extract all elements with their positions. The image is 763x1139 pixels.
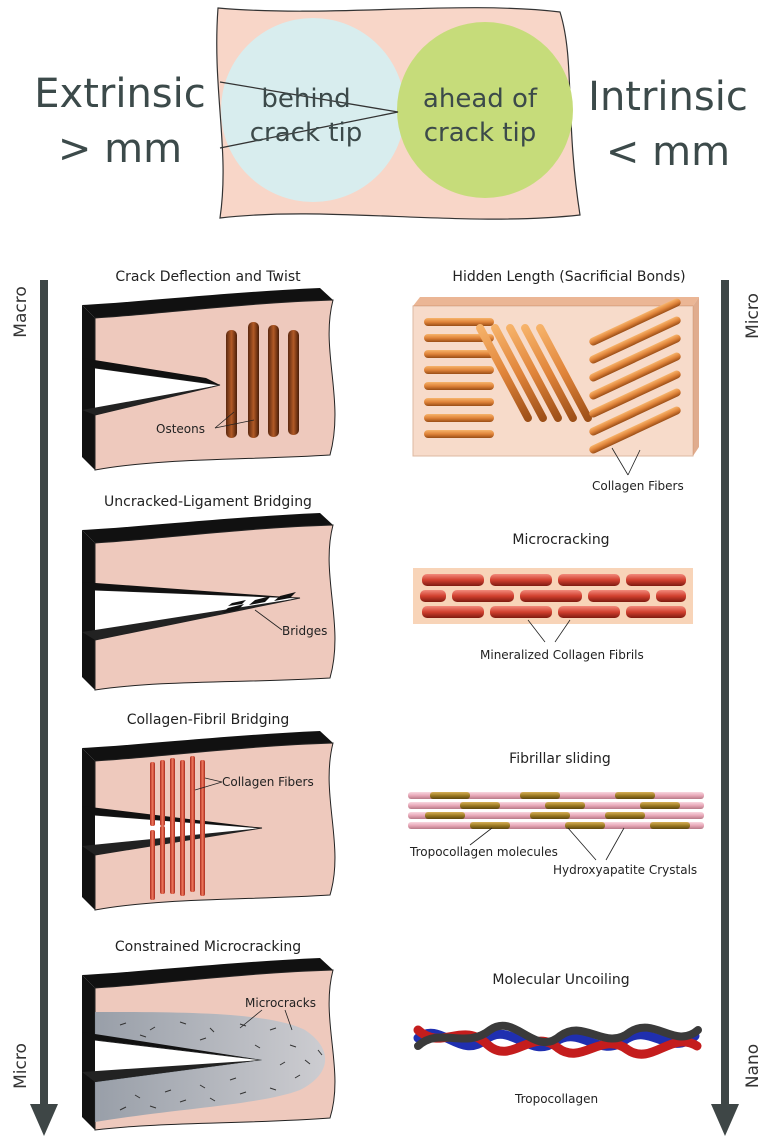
- osteons-label: Osteons: [156, 422, 205, 436]
- ligament-bridging-title: Uncracked-Ligament Bridging: [104, 494, 312, 510]
- mineralized-fibrils-label: Mineralized Collagen Fibrils: [480, 648, 644, 662]
- ligament-bridging-block: Bridges: [82, 513, 335, 690]
- fibrillar-sliding-block: Tropocollagen molecules Hydroxyapatite C…: [408, 792, 704, 877]
- microcracking-block: Microcracks: [82, 958, 335, 1130]
- tropocollagen-molecules-label: Tropocollagen molecules: [409, 845, 558, 859]
- right-axis-top-label: Micro: [743, 293, 763, 339]
- left-scale-arrow: Macro Micro: [11, 280, 58, 1136]
- extrinsic-scale: > mm: [58, 126, 182, 172]
- behind-label-line1: behind: [261, 84, 350, 114]
- right-scale-arrow: Micro Nano: [711, 280, 763, 1136]
- behind-label-line2: crack tip: [250, 118, 362, 148]
- intrinsic-title: Intrinsic: [588, 74, 748, 120]
- microcracks-label: Microcracks: [245, 996, 316, 1010]
- right-axis-bottom-label: Nano: [743, 1044, 763, 1088]
- extrinsic-title: Extrinsic: [34, 71, 205, 117]
- hidden-length-title: Hidden Length (Sacrificial Bonds): [452, 269, 685, 285]
- header-schematic: behind crack tip ahead of crack tip: [217, 8, 580, 219]
- fibril-bridging-block: Collagen Fibers: [82, 731, 335, 910]
- ahead-label-line1: ahead of: [423, 84, 538, 114]
- collagen-fibers-label-left: Collagen Fibers: [222, 775, 314, 789]
- left-axis-bottom-label: Micro: [11, 1043, 31, 1089]
- tropocollagen-label: Tropocollagen: [514, 1092, 598, 1106]
- bridges-label: Bridges: [282, 624, 327, 638]
- collagen-fibers-label-right: Collagen Fibers: [592, 479, 684, 493]
- ahead-label-line2: crack tip: [424, 118, 536, 148]
- fibril-bridging-title: Collagen-Fibril Bridging: [127, 712, 290, 728]
- molecular-uncoiling-title: Molecular Uncoiling: [492, 972, 629, 988]
- intrinsic-scale: < mm: [606, 129, 730, 175]
- hydroxyapatite-crystals-label: Hydroxyapatite Crystals: [553, 863, 697, 877]
- microcracking-title: Microcracking: [512, 532, 609, 548]
- mineralized-fibrils-block: Mineralized Collagen Fibrils: [413, 568, 693, 662]
- hidden-length-block: Collagen Fibers: [413, 297, 699, 493]
- crack-deflection-block: Osteons: [82, 288, 335, 470]
- constrained-microcracking-title: Constrained Microcracking: [115, 939, 301, 955]
- left-axis-top-label: Macro: [11, 286, 31, 337]
- tropocollagen-helix: [418, 1026, 698, 1054]
- crack-deflection-title: Crack Deflection and Twist: [115, 269, 301, 285]
- fibrillar-sliding-title: Fibrillar sliding: [509, 751, 611, 767]
